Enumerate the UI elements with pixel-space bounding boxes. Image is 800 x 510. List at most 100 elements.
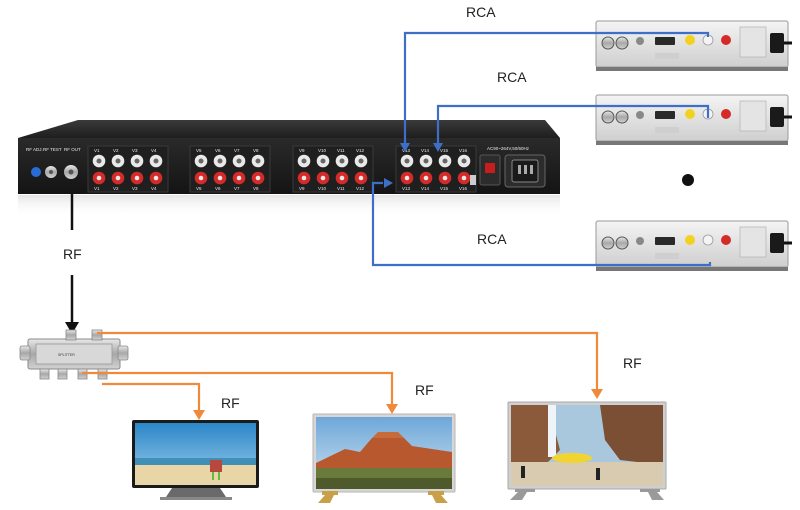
rf-label-tv-right: RF [623, 355, 642, 371]
channel-label-bottom: V2 [113, 186, 119, 191]
rf-arrow-right [591, 389, 603, 399]
channel-label-top: V11 [337, 148, 345, 153]
channel-label-bottom: V4 [151, 186, 157, 191]
stb-power-connector [770, 233, 784, 253]
rca-label-middle: RCA [497, 69, 527, 85]
channel-label-bottom: V7 [234, 186, 240, 191]
ellipsis-dot [682, 174, 694, 186]
stb-rca-audio-r [721, 109, 731, 119]
channel-label-bottom: V1 [94, 186, 100, 191]
stb-rf-loop-port [615, 236, 629, 250]
stb-hdmi-port [655, 37, 675, 45]
channel-label-top: V2 [113, 148, 119, 153]
channel-label-top: V13 [402, 148, 411, 153]
rf-label-tv-small: RF [221, 395, 240, 411]
stb-hdmi-port [655, 111, 675, 119]
power-inlet: AC90~264V,50/60Hz [479, 146, 546, 188]
rf-main-cable [65, 194, 79, 334]
channel-label-bottom: V15 [440, 186, 449, 191]
channel-label-top: V16 [459, 148, 468, 153]
stb-rf-in-port [601, 236, 615, 250]
tv-small [132, 420, 259, 500]
channel-label-top: V3 [132, 148, 138, 153]
channel-label-bottom: V5 [196, 186, 202, 191]
rca-label-top: RCA [466, 4, 496, 20]
channel-label-top: V6 [215, 148, 221, 153]
set-top-box-2 [595, 94, 792, 145]
stb-rf-loop-port [615, 36, 629, 50]
rf-arrow-small [193, 410, 205, 420]
tv-middle [312, 413, 456, 503]
port-label-rf-adj: RF ADJ. [26, 147, 43, 152]
rca-cable-middle [436, 104, 710, 150]
rf-main-arrow [65, 322, 79, 334]
channel-label-bottom: V8 [253, 186, 259, 191]
stb-power-connector [770, 33, 784, 53]
rca-cable-top [403, 31, 710, 150]
rf-cable-middle [82, 371, 394, 406]
channel-label-top: V14 [421, 148, 430, 153]
channel-label-bottom: V16 [459, 186, 468, 191]
rf-label-tv-middle: RF [415, 382, 434, 398]
channel-label-bottom: V3 [132, 186, 138, 191]
channel-label-bottom: V14 [421, 186, 430, 191]
channel-label-bottom: V10 [318, 186, 327, 191]
power-switch-icon [485, 163, 495, 173]
rf-tv-cables [82, 331, 603, 420]
stb-power-connector [770, 107, 784, 127]
set-top-box-1 [595, 20, 792, 71]
rca-cables [371, 31, 712, 267]
port-label-rf-test: RF TEST [43, 147, 62, 152]
channel-label-top: V8 [253, 148, 259, 153]
rca-arrow-middle [433, 143, 443, 152]
stb-rf-loop-port [615, 110, 629, 124]
stb-rca-video [685, 235, 695, 245]
set-top-box-3 [595, 220, 792, 271]
channel-label-top: V9 [299, 148, 305, 153]
power-label: AC90~264V,50/60Hz [487, 146, 530, 151]
stb-rca-audio-l [702, 234, 714, 246]
rf-cable-right [97, 331, 599, 391]
channel-label-bottom: V6 [215, 186, 221, 191]
rf-label-modulator: RF [63, 246, 82, 262]
rca-channel-groups: V1V1V2V2V3V3V4V4V5V5V6V6V7V7V8V8V9V9V10V… [87, 145, 477, 193]
stb-rca-audio-r [721, 35, 731, 45]
channel-label-top: V4 [151, 148, 157, 153]
rf-adj-knob [31, 167, 41, 177]
channel-label-top: V10 [318, 148, 327, 153]
channel-label-bottom: V9 [299, 186, 305, 191]
rf-arrow-middle [386, 404, 398, 414]
channel-label-bottom: V13 [402, 186, 411, 191]
rf-port-panel: RF ADJ. RF TEST RF OUT [26, 147, 81, 179]
channel-label-bottom: V11 [337, 186, 345, 191]
channel-label-top: V1 [94, 148, 100, 153]
set-top-boxes [595, 20, 792, 271]
rca-arrow-top [400, 143, 410, 152]
rca-cable-bottom [371, 181, 712, 267]
rca-arrow-bottom [384, 178, 393, 188]
channel-label-top: V15 [440, 148, 449, 153]
channel-label-top: V7 [234, 148, 240, 153]
port-label-rf-out: RF OUT [64, 147, 81, 152]
stb-rf-in-port [601, 36, 615, 50]
stb-rca-audio-r [721, 235, 731, 245]
rca-label-bottom: RCA [477, 231, 507, 247]
svg-text:SPLITTER: SPLITTER [58, 353, 75, 357]
stb-hdmi-port [655, 237, 675, 245]
stb-rf-in-port [601, 110, 615, 124]
rf-splitter: SPLITTER [19, 329, 129, 380]
fuse-icon [470, 175, 476, 185]
channel-label-top: V5 [196, 148, 202, 153]
channel-label-bottom: V12 [356, 186, 365, 191]
rf-modulator-rack: RF ADJ. RF TEST RF OUT V1V1V2V2V3V3V4V4V… [18, 120, 560, 217]
channel-label-top: V12 [356, 148, 365, 153]
tv-right [507, 401, 667, 500]
stb-rca-video [685, 109, 695, 119]
rf-cable-small [102, 382, 201, 412]
